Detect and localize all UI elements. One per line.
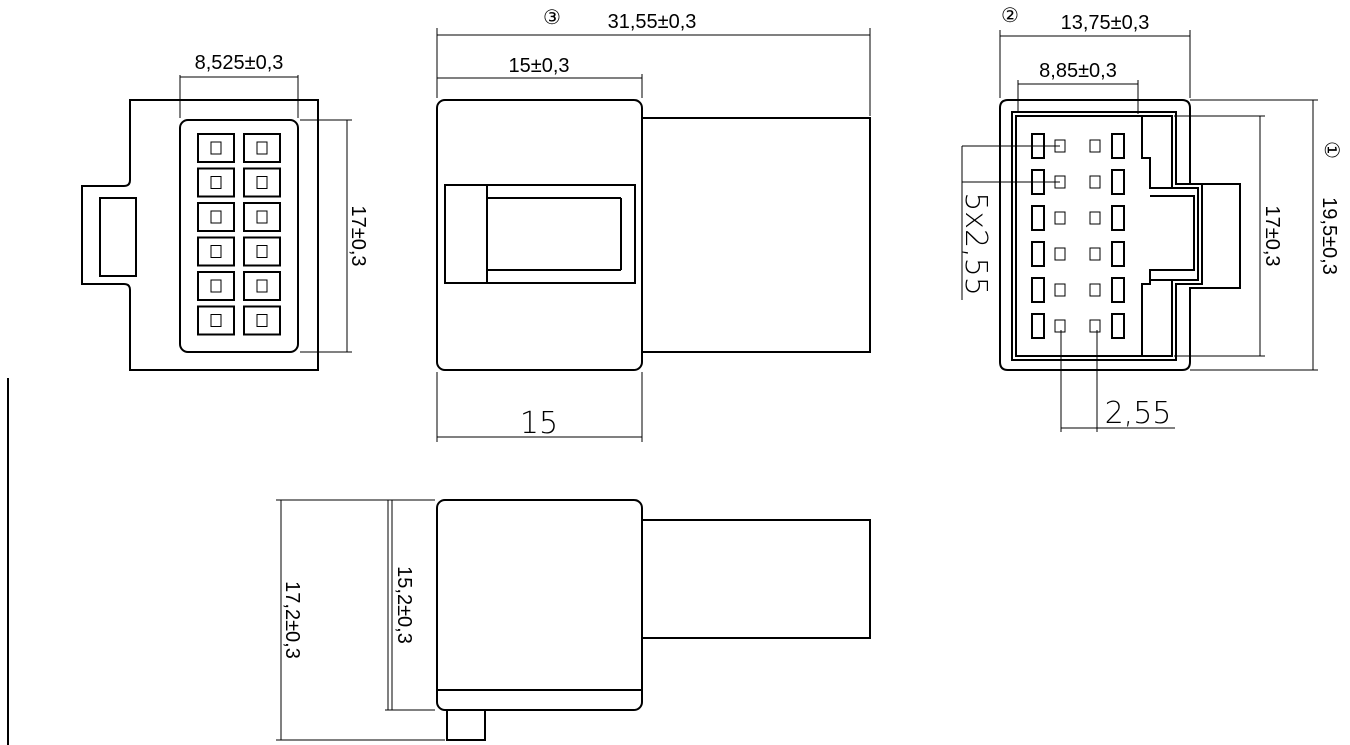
- view-front-mating-face: 8,525±0,3 17±0,3: [81, 52, 369, 371]
- rear-terminal: [1054, 283, 1066, 297]
- terminal-cavity: [243, 133, 281, 163]
- wire-exit-body: [641, 117, 871, 353]
- view-marker-3: ③: [543, 5, 561, 29]
- rear-terminal: [1089, 139, 1101, 153]
- latch-window: [444, 184, 636, 284]
- terminal-contact: [210, 210, 222, 224]
- terminal-cavity: [197, 271, 235, 301]
- latch-tab: [99, 197, 137, 277]
- rear-terminal: [1089, 211, 1101, 225]
- rear-slot: [1111, 169, 1125, 195]
- rear-slot: [1111, 277, 1125, 303]
- vertical-pitch-label: 5x2,55: [958, 192, 993, 296]
- rear-terminal: [1089, 283, 1101, 297]
- view-rear-face: ② 13,75±0,3 8,85±0,3 17±0,3 ① 19,5±0,3 5…: [958, 3, 1344, 432]
- rear-terminal: [1089, 247, 1101, 261]
- terminal-contact: [256, 141, 268, 155]
- rear-slot: [1111, 205, 1125, 231]
- horizontal-pitch-label: 2,55: [1105, 396, 1172, 431]
- bottom-housing-body: [436, 499, 643, 711]
- terminal-cavity: [197, 167, 235, 198]
- terminal-cavity-grid: [197, 133, 281, 336]
- rear-terminal: [1089, 319, 1101, 333]
- view-bottom: 17,2±0,3 15,2±0,3: [276, 499, 871, 741]
- rear-housing-outline: [999, 99, 1241, 371]
- terminal-contact: [210, 279, 222, 293]
- rear-inner-frame-offset: [1011, 111, 1203, 361]
- terminal-contact: [256, 245, 268, 258]
- terminal-contact: [256, 314, 268, 327]
- rear-slot: [1111, 313, 1125, 339]
- view-marker-1: ①: [1320, 141, 1344, 159]
- width-dimension-label: 8,525±0,3: [195, 52, 284, 74]
- rear-slot: [1111, 241, 1125, 267]
- terminal-cavity: [243, 305, 281, 336]
- rear-slot: [1031, 241, 1045, 267]
- view-marker-2: ②: [1001, 3, 1019, 27]
- terminal-cavity: [197, 202, 235, 232]
- terminal-contact: [256, 176, 268, 189]
- terminal-cavity: [197, 236, 235, 267]
- terminal-contact: [210, 176, 222, 189]
- overall-length-label: 31,55±0,3: [608, 11, 697, 33]
- outer-height-label: 17,2±0,3: [281, 581, 303, 659]
- inner-width-label: 8,85±0,3: [1039, 60, 1117, 82]
- bottom-wire-exit-body: [641, 519, 871, 639]
- rear-slot: [1031, 313, 1045, 339]
- view-side: ③ 31,55±0,3 15±0,3 15: [436, 5, 871, 442]
- rear-slot: [1111, 133, 1125, 159]
- inner-height-label: 17±0,3: [1261, 205, 1283, 266]
- terminal-contact: [210, 314, 222, 327]
- terminal-contact: [210, 245, 222, 258]
- housing-body: [436, 99, 643, 371]
- terminal-cavity: [243, 236, 281, 267]
- terminal-contact: [256, 210, 268, 224]
- housing-outline: [81, 99, 319, 371]
- height-dimension-label: 17±0,3: [347, 205, 369, 266]
- terminal-cavity: [243, 202, 281, 232]
- rear-terminal: [1054, 211, 1066, 225]
- terminal-contact: [256, 279, 268, 293]
- height-label: 19,5±0,3: [1318, 197, 1340, 275]
- rear-terminal: [1089, 175, 1101, 189]
- terminal-contact: [210, 141, 222, 155]
- rear-width-label: 13,75±0,3: [1061, 12, 1150, 34]
- body-length-label: 15±0,3: [508, 55, 569, 77]
- terminal-cavity: [197, 305, 235, 336]
- bottom-length-label: 15: [520, 406, 558, 441]
- terminal-cavity: [243, 271, 281, 301]
- rear-terminal-grid: [1031, 133, 1125, 339]
- rear-terminal: [1054, 319, 1066, 333]
- terminal-cavity: [243, 167, 281, 198]
- bottom-latch-tab: [446, 709, 486, 741]
- terminal-cavity: [197, 133, 235, 163]
- inner-height-label: 15,2±0,3: [393, 566, 415, 644]
- rear-slot: [1031, 205, 1045, 231]
- cavity-frame: [179, 119, 299, 353]
- rear-slot: [1031, 277, 1045, 303]
- rear-terminal: [1054, 247, 1066, 261]
